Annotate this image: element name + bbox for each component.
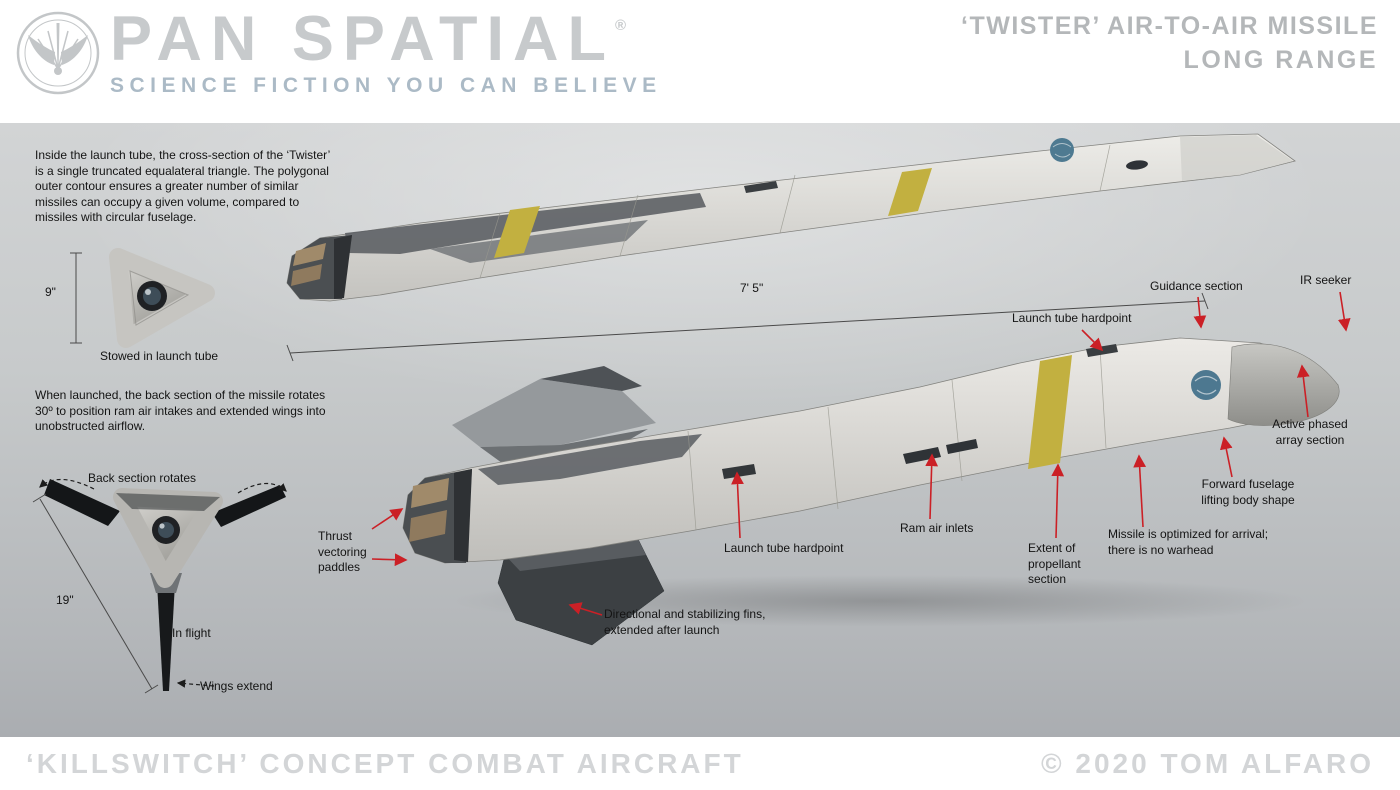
cross-section-inflight <box>44 479 286 691</box>
callout-forward-fuselage: Forward fuselage lifting body shape <box>1201 477 1295 507</box>
callout-stabilizing-fins: Directional and stabilizing fins, extend… <box>604 607 766 637</box>
dimension-label-inflight: 19" <box>56 593 74 607</box>
callout-propellant-section: Extent of propellant section <box>1028 541 1081 587</box>
missile-roundel-icon <box>1191 370 1221 400</box>
label-back-section-rotates: Back section rotates <box>88 471 197 485</box>
label-wings-extend: Wings extend <box>200 679 273 693</box>
document-title-line2: LONG RANGE <box>1183 46 1378 74</box>
callout-no-warhead: Missile is optimized for arrival; there … <box>1108 527 1269 557</box>
rotation-arrows <box>39 478 287 688</box>
document-title: ‘TWISTER’ AIR-TO-AIR MISSILE LONG RANGE <box>961 12 1378 75</box>
document-title-line1: ‘TWISTER’ AIR-TO-AIR MISSILE <box>961 12 1378 40</box>
callout-launch-tube-hardpoint-top: Launch tube hardpoint <box>1012 311 1132 325</box>
callout-arrows <box>371 291 1351 616</box>
brand-block: PAN SPATIAL® SCIENCE FICTION YOU CAN BEL… <box>110 6 662 98</box>
dimension-label-stowed: 9" <box>45 285 56 299</box>
intro-paragraph: Inside the launch tube, the cross-sectio… <box>35 148 331 225</box>
callout-launch-tube-hardpoint-bottom: Launch tube hardpoint <box>724 541 844 555</box>
launch-paragraph: When launched, the back section of the m… <box>35 388 326 434</box>
stowed-dimension-line <box>70 252 82 344</box>
callout-thrust-vectoring-paddles: Thrust vectoring paddles <box>318 529 367 575</box>
diagram-canvas: Inside the launch tube, the cross-sectio… <box>0 123 1400 737</box>
pan-spatial-logo-icon <box>16 11 100 95</box>
length-dimension-line <box>286 292 1209 362</box>
missile-roundel-icon <box>1050 138 1074 162</box>
brand-name-text: PAN SPATIAL <box>110 4 615 74</box>
footer: ‘KILLSWITCH’ CONCEPT COMBAT AIRCRAFT © 2… <box>0 737 1400 790</box>
callout-active-phased-array: Active phased array section <box>1272 417 1348 447</box>
brand-name: PAN SPATIAL® <box>110 6 662 72</box>
registered-mark: ® <box>615 17 627 34</box>
callout-ram-air-inlets: Ram air inlets <box>900 521 974 535</box>
top-missile-illustration <box>286 133 1296 302</box>
callout-guidance-section: Guidance section <box>1150 279 1243 293</box>
missile-artwork <box>32 133 1351 694</box>
bottom-missile-illustration <box>402 337 1340 646</box>
callout-ir-seeker: IR seeker <box>1300 273 1352 287</box>
cross-section-stowed <box>109 248 215 348</box>
footer-copyright: © 2020 TOM ALFARO <box>1040 747 1374 779</box>
dimension-label-length: 7' 5" <box>740 281 764 295</box>
inflight-dimension-line <box>32 493 159 694</box>
footer-project-title: ‘KILLSWITCH’ CONCEPT COMBAT AIRCRAFT <box>26 747 744 779</box>
brand-tagline: SCIENCE FICTION YOU CAN BELIEVE <box>110 74 662 98</box>
header: PAN SPATIAL® SCIENCE FICTION YOU CAN BEL… <box>0 0 1400 123</box>
caption-inflight: In flight <box>172 626 211 640</box>
caption-stowed: Stowed in launch tube <box>100 349 219 363</box>
